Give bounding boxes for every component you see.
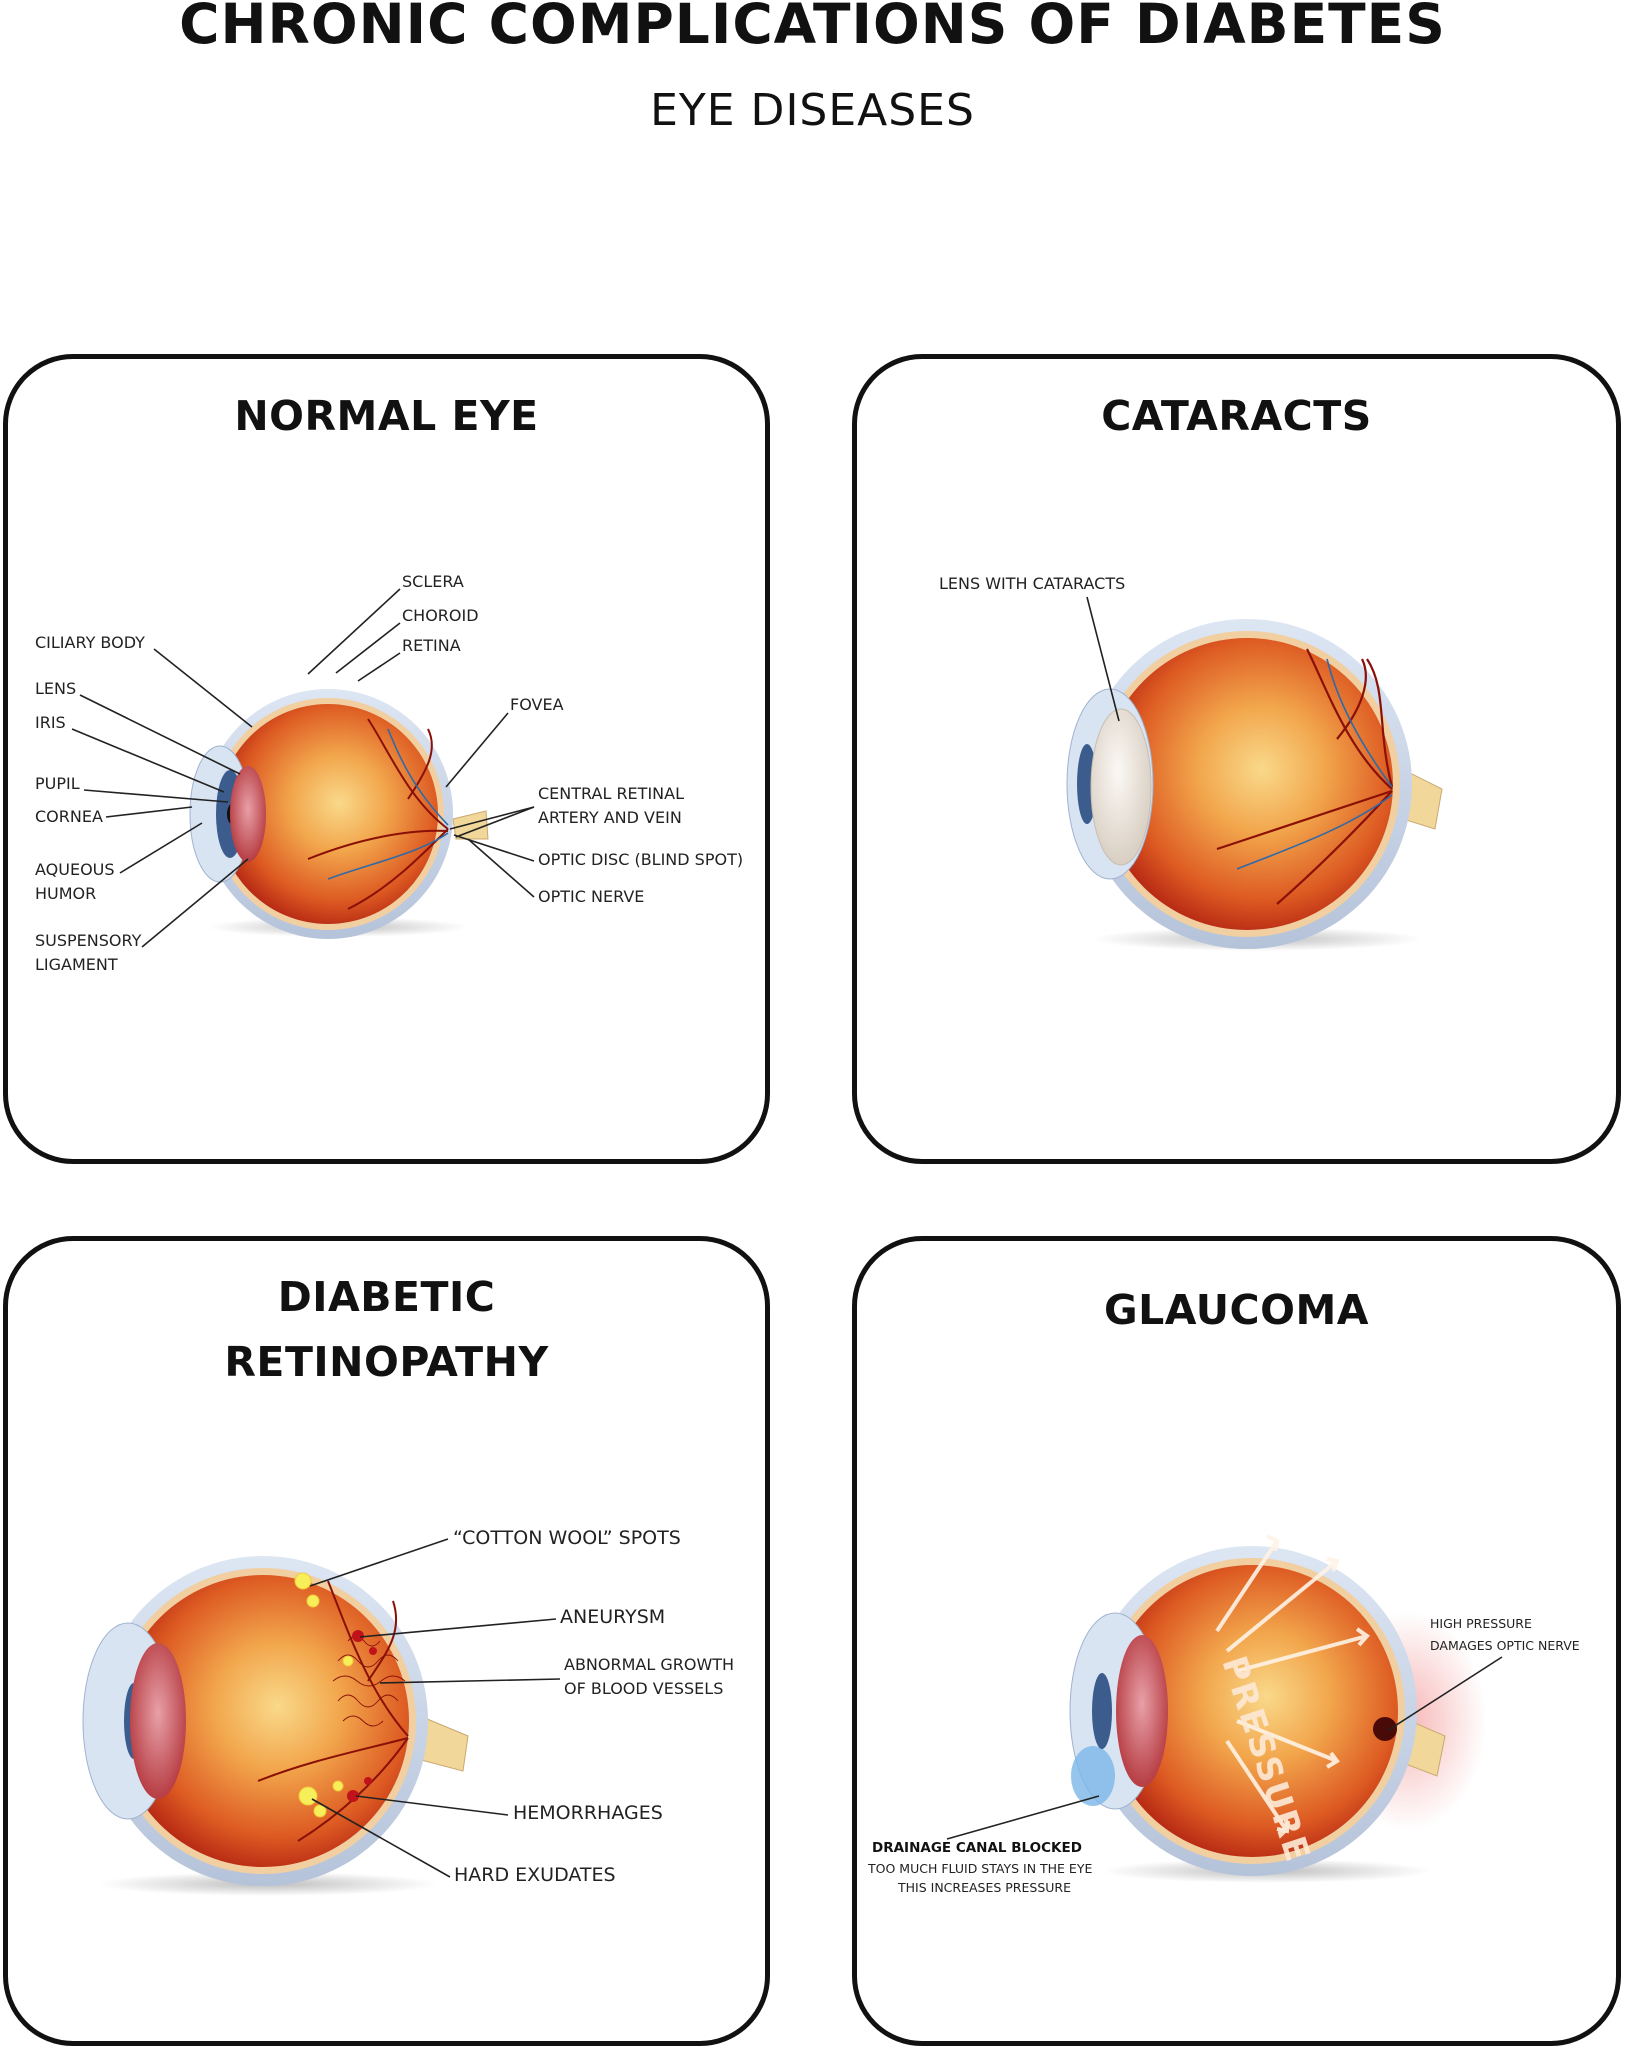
label-pupil: PUPIL (35, 774, 80, 793)
exudates (294, 1572, 354, 1818)
label-sclera: SCLERA (402, 572, 464, 591)
label-increases: THIS INCREASES PRESSURE (897, 1880, 1071, 1895)
label-abnormal-2: OF BLOOD VESSELS (564, 1679, 723, 1698)
label-choroid: CHOROID (402, 606, 479, 625)
drainage-canal-shape (1071, 1746, 1115, 1806)
veins (1236, 658, 1393, 870)
label-central-retinal-1: CENTRAL RETINAL (538, 784, 684, 803)
eye-cataracts (1066, 619, 1443, 949)
label-optic-nerve: OPTIC NERVE (538, 887, 644, 906)
normal-eye-diagram: SCLERA CHOROID RETINA CILIARY BODY LENS … (35, 572, 743, 974)
lens-shape (1116, 1635, 1168, 1787)
cataract-lens-shape (1090, 708, 1152, 866)
hemorrhages (347, 1630, 377, 1802)
label-suspensory-2: LIGAMENT (35, 955, 118, 974)
label-aqueous-2: HUMOR (35, 884, 96, 903)
optic-nerve-shape (452, 810, 489, 840)
retinopathy-diagram: “COTTON WOOL” SPOTS ANEURYSM ABNORMAL GR… (82, 1527, 734, 1896)
label-hemorrhages: HEMORRHAGES (513, 1802, 663, 1824)
panel-title-normal-eye: NORMAL EYE (234, 392, 539, 440)
retina-shape (117, 1575, 409, 1867)
pressure-arrows (1215, 1534, 1370, 1834)
lens-shape (230, 766, 266, 862)
label-aqueous-1: AQUEOUS (35, 860, 115, 879)
veins (327, 728, 449, 880)
eye-retinopathy (82, 1556, 469, 1886)
label-lens-with-cataracts: LENS WITH CATARACTS (939, 574, 1125, 593)
panel-title-line2: RETINOPATHY (224, 1338, 549, 1386)
label-iris: IRIS (35, 713, 66, 732)
subtitle: EYE DISEASES (650, 85, 975, 136)
panel-title-glaucoma: GLAUCOMA (1103, 1286, 1369, 1334)
panel-glaucoma: GLAUCOMA PRESSURE HIGH PRESSURE (852, 1236, 1621, 2046)
panel-normal-eye: NORMAL EYE SCLERA CH (3, 354, 770, 1164)
label-cotton-wool: “COTTON WOOL” SPOTS (453, 1527, 681, 1549)
retina-shape (1101, 638, 1393, 930)
main-title: CHRONIC COMPLICATIONS OF DIABETES (179, 0, 1446, 56)
panel-title-line1: DIABETIC (277, 1273, 496, 1321)
label-hard-exudates: HARD EXUDATES (454, 1864, 616, 1886)
panel-title-cataracts: CATARACTS (1101, 392, 1372, 440)
eye-glaucoma: PRESSURE (1069, 1534, 1487, 1876)
labels-normal-eye: SCLERA CHOROID RETINA CILIARY BODY LENS … (35, 572, 743, 974)
label-aneurysm: ANEURYSM (560, 1606, 665, 1628)
label-cornea: CORNEA (35, 807, 103, 826)
label-fovea: FOVEA (510, 695, 564, 714)
label-suspensory-1: SUSPENSORY (35, 931, 142, 950)
iris-shape (1092, 1673, 1112, 1749)
label-high-pressure-2: DAMAGES OPTIC NERVE (1430, 1638, 1580, 1653)
label-optic-disc: OPTIC DISC (BLIND SPOT) (538, 850, 743, 869)
label-ciliary-body: CILIARY BODY (35, 633, 145, 652)
glaucoma-diagram: PRESSURE HIGH PRESSURE DAMAGES OPTIC NER… (867, 1534, 1580, 1895)
labels-cataracts: LENS WITH CATARACTS (939, 574, 1125, 722)
panel-cataracts: CATARACTS LENS WITH CATARACTS (852, 354, 1621, 1164)
retina-shape (1106, 1565, 1398, 1857)
damaged-optic-disc (1373, 1717, 1397, 1741)
cataracts-diagram: LENS WITH CATARACTS (939, 574, 1443, 951)
label-central-retinal-2: ARTERY AND VEIN (538, 808, 682, 827)
labels-glaucoma: HIGH PRESSURE DAMAGES OPTIC NERVE DRAINA… (867, 1616, 1580, 1895)
eye-normal (189, 689, 489, 939)
label-retina: RETINA (402, 636, 461, 655)
labels-retinopathy: “COTTON WOOL” SPOTS ANEURYSM ABNORMAL GR… (309, 1527, 734, 1886)
label-drainage: DRAINAGE CANAL BLOCKED (872, 1840, 1082, 1856)
label-abnormal-1: ABNORMAL GROWTH (564, 1655, 734, 1674)
label-lens: LENS (35, 679, 76, 698)
lens-shape (130, 1643, 186, 1799)
label-high-pressure-1: HIGH PRESSURE (1430, 1616, 1532, 1631)
label-fluid: TOO MUCH FLUID STAYS IN THE EYE (867, 1861, 1092, 1876)
retina-shape (218, 704, 438, 924)
panel-diabetic-retinopathy: DIABETIC RETINOPATHY (3, 1236, 770, 2046)
